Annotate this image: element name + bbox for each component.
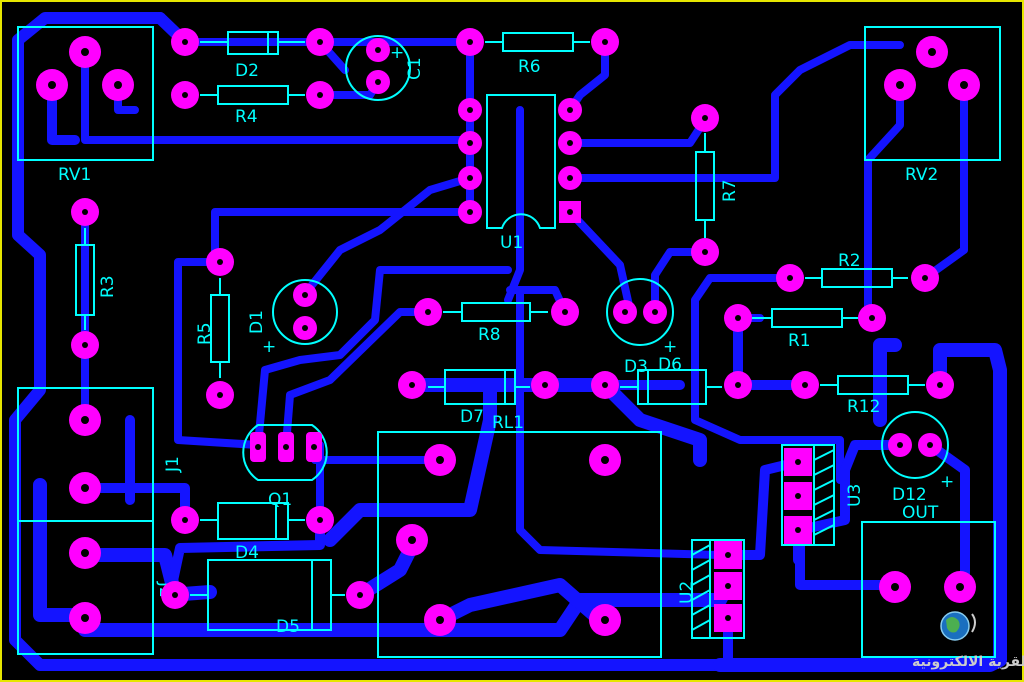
globe-logo-icon — [940, 611, 976, 641]
q1-outline — [242, 424, 328, 481]
label-d5: D5 — [276, 617, 300, 637]
label-d6-plus: + — [663, 337, 677, 357]
label-d12: D12 — [892, 485, 927, 505]
label-d3: D3 — [624, 357, 648, 377]
label-r8: R8 — [478, 325, 501, 345]
label-c1: C1 — [405, 57, 425, 80]
silkscreen: RV1 RV2 D2 R4 + C1 R6 U1 R7 R3 R5 — [17, 26, 1001, 658]
label-d2: D2 — [235, 61, 259, 81]
label-c1-plus: + — [390, 43, 404, 63]
label-d7: D7 — [460, 407, 484, 427]
rl1-outline — [377, 431, 662, 658]
u1-outline — [486, 94, 556, 229]
r3-outline — [75, 244, 95, 316]
r7-outline — [695, 151, 715, 221]
r4-outline — [217, 85, 289, 105]
label-r6: R6 — [518, 57, 541, 77]
label-r2: R2 — [838, 251, 861, 271]
j2-outline — [17, 520, 154, 655]
label-u2: U2 — [677, 581, 697, 604]
rv1-outline — [17, 26, 154, 161]
d6-outline — [606, 278, 674, 346]
label-rv1: RV1 — [58, 165, 91, 185]
label-r3: R3 — [98, 275, 118, 298]
r1-outline — [771, 308, 843, 328]
rv2-outline — [864, 26, 1001, 161]
r5-outline — [210, 294, 230, 363]
label-d1-plus: + — [262, 337, 276, 357]
label-r4: R4 — [235, 107, 258, 127]
label-out: OUT — [902, 503, 939, 523]
label-u3: U3 — [845, 484, 865, 507]
label-r12: R12 — [847, 397, 880, 417]
r2-outline — [821, 268, 893, 288]
label-r1: R1 — [788, 331, 811, 351]
label-q1: Q1 — [268, 490, 292, 510]
r8-outline — [461, 302, 531, 322]
u2-outline — [691, 539, 745, 639]
out-outline — [861, 521, 996, 658]
label-d6: D6 — [658, 355, 682, 375]
d12-outline — [881, 411, 949, 479]
c1-outline — [345, 35, 411, 101]
r6-outline — [502, 32, 574, 52]
label-r7: R7 — [720, 179, 740, 202]
logo-text: القرية الالكترونية — [912, 654, 1024, 670]
label-r5: R5 — [195, 322, 215, 345]
r12-outline — [837, 375, 909, 395]
d1-outline — [272, 279, 338, 345]
d2-outline — [227, 31, 279, 55]
label-d4: D4 — [235, 543, 259, 563]
label-j1: J1 — [163, 456, 183, 473]
label-d12-plus: + — [940, 472, 954, 492]
label-rl1: RL1 — [492, 413, 524, 433]
label-d1: D1 — [247, 310, 267, 334]
pads — [36, 28, 980, 636]
label-u1: U1 — [500, 233, 523, 253]
label-rv2: RV2 — [905, 165, 938, 185]
